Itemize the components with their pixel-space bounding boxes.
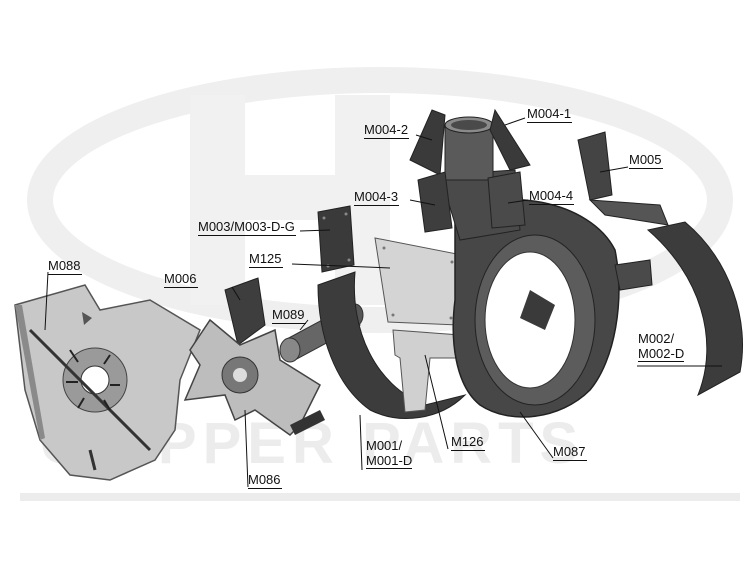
label-m006: M006 <box>164 271 198 288</box>
label-m004-3: M004-3 <box>354 189 400 206</box>
liner-part-m002 <box>646 221 743 397</box>
label-m125: M125 <box>249 251 283 268</box>
label-m004-1: M004-1 <box>527 106 573 123</box>
label-m002-line2: M002-D <box>638 346 685 362</box>
plate-part-m006 <box>224 277 266 346</box>
plate-part-m003 <box>317 205 355 273</box>
disc-part-m088 <box>14 284 201 481</box>
label-m004-4: M004-4 <box>529 188 575 205</box>
label-m088: M088 <box>48 258 82 275</box>
label-m089: M089 <box>272 307 306 324</box>
label-m126: M126 <box>451 434 485 451</box>
label-m003: M003/M003-D-G <box>198 219 296 236</box>
flap-part-m004-3 <box>417 171 453 233</box>
label-m004-2: M004-2 <box>364 122 410 139</box>
rotor-part-m086 <box>183 318 325 436</box>
watermark-logo <box>27 67 733 333</box>
flap-part-m004-2 <box>409 109 446 176</box>
label-m005: M005 <box>629 152 663 169</box>
label-m002: M002/ M002-D <box>638 331 685 363</box>
flap-part-m004-4 <box>487 171 526 229</box>
plate-part-m125 <box>374 237 463 326</box>
label-m001: M001/ M001-D <box>366 438 413 470</box>
liner-part-m001 <box>317 271 467 419</box>
label-m001-line1: M001/ <box>366 438 403 453</box>
plate-part-m005 <box>577 131 669 226</box>
label-m086: M086 <box>248 472 282 489</box>
flap-part-m004-1 <box>489 108 531 171</box>
housing-part-m087 <box>439 169 653 418</box>
label-m001-line2: M001-D <box>366 453 413 469</box>
label-m002-line1: M002/ <box>638 331 675 346</box>
hopper-neck <box>444 116 494 181</box>
leader-lines <box>44 117 722 488</box>
label-m087: M087 <box>553 444 587 461</box>
